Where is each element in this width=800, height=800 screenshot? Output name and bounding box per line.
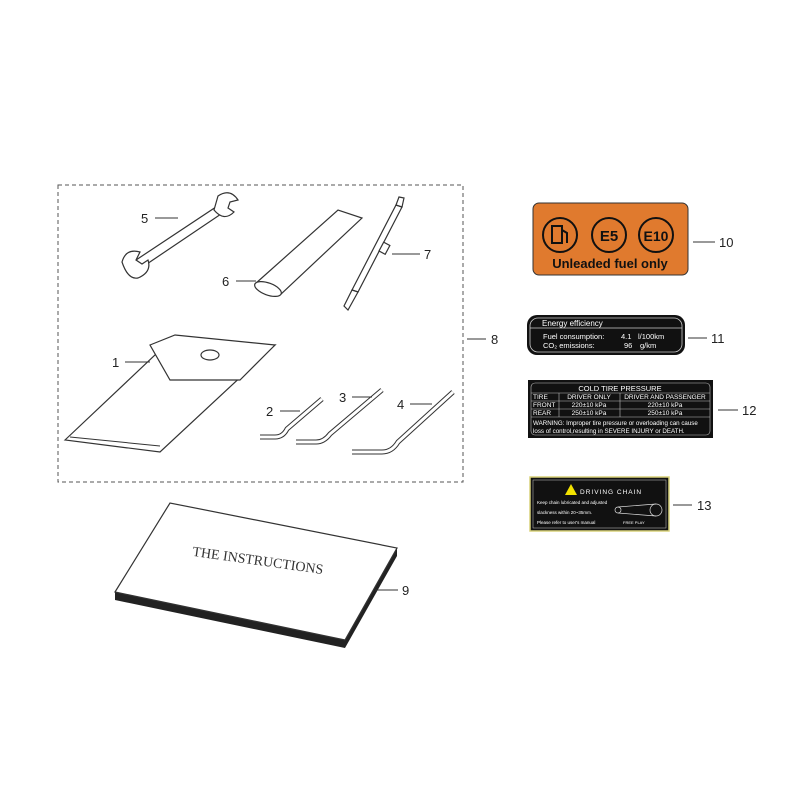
callout-5: 5 bbox=[141, 211, 148, 226]
label-text: CO₂ emissions: bbox=[543, 341, 595, 350]
label-text: 250±10 kPa bbox=[572, 410, 607, 417]
label-text: 250±10 kPa bbox=[648, 410, 683, 417]
callout-9: 9 bbox=[402, 583, 409, 598]
label-text: g/km bbox=[640, 341, 656, 350]
fuel-pump-icon bbox=[542, 217, 578, 253]
fuel-label-sticker: E5 E10 Unleaded fuel only bbox=[532, 202, 689, 276]
label-text: Fuel consumption: bbox=[543, 332, 604, 341]
callout-11: 11 bbox=[711, 331, 725, 346]
callout-6: 6 bbox=[222, 274, 229, 289]
fuel-label-text: Unleaded fuel only bbox=[552, 256, 668, 271]
label-text: loss of control,resulting in SEVERE INJU… bbox=[533, 428, 685, 435]
callout-8: 8 bbox=[491, 332, 498, 347]
label-text: DRIVING CHAIN bbox=[580, 489, 642, 496]
callout-3: 3 bbox=[339, 390, 346, 405]
callout-12: 12 bbox=[742, 403, 756, 418]
label-text: Keep chain lubricated and adjusted bbox=[537, 500, 608, 505]
label-text: 220±10 kPa bbox=[572, 402, 607, 409]
callout-10: 10 bbox=[719, 235, 733, 250]
tube-part bbox=[253, 209, 364, 297]
label-text: 96 bbox=[624, 341, 632, 350]
callout-4: 4 bbox=[397, 397, 404, 412]
screwdriver-part bbox=[343, 196, 405, 311]
toolkit-group-box bbox=[57, 184, 464, 483]
label-text: COLD TIRE PRESSURE bbox=[578, 384, 661, 393]
callout-7: 7 bbox=[424, 247, 431, 262]
instruction-book: THE INSTRUCTIONS bbox=[114, 502, 398, 648]
wrench-part bbox=[121, 192, 239, 279]
label-text: slackness within 20~35mm. bbox=[537, 510, 592, 515]
callout-2: 2 bbox=[266, 404, 273, 419]
tool-bar-2 bbox=[260, 397, 324, 440]
energy-efficiency-label: Energy efficiency Fuel consumption: 4.1 … bbox=[527, 315, 685, 355]
chain-diagram-icon bbox=[614, 503, 663, 517]
label-text: FREE PLAY bbox=[623, 520, 645, 525]
tool-bar-3 bbox=[296, 388, 384, 445]
label-text: FRONT bbox=[533, 402, 555, 409]
callout-1: 1 bbox=[112, 355, 119, 370]
label-text: 4.1 bbox=[621, 332, 631, 341]
label-text: WARNING: Improper tire pressure or overl… bbox=[533, 420, 698, 427]
label-text: DRIVER ONLY bbox=[567, 394, 611, 401]
driving-chain-label: DRIVING CHAIN Keep chain lubricated and … bbox=[529, 476, 670, 532]
label-text: REAR bbox=[533, 410, 551, 417]
e10-badge: E10 bbox=[644, 228, 669, 244]
callout-13: 13 bbox=[697, 498, 711, 513]
tool-bar-4 bbox=[352, 390, 455, 455]
label-text: 220±10 kPa bbox=[648, 402, 683, 409]
label-text: Please refer to user's manual bbox=[537, 520, 595, 525]
label-text: TIRE bbox=[533, 394, 548, 401]
label-text: Energy efficiency bbox=[542, 319, 603, 328]
e5-badge: E5 bbox=[600, 228, 618, 245]
label-text: DRIVER AND PASSENGER bbox=[624, 394, 706, 401]
tire-pressure-label: COLD TIRE PRESSURE TIRE DRIVER ONLY DRIV… bbox=[528, 380, 713, 438]
warning-icon bbox=[565, 484, 577, 495]
tool-pouch-part bbox=[63, 334, 277, 453]
label-text: l/100km bbox=[638, 332, 664, 341]
